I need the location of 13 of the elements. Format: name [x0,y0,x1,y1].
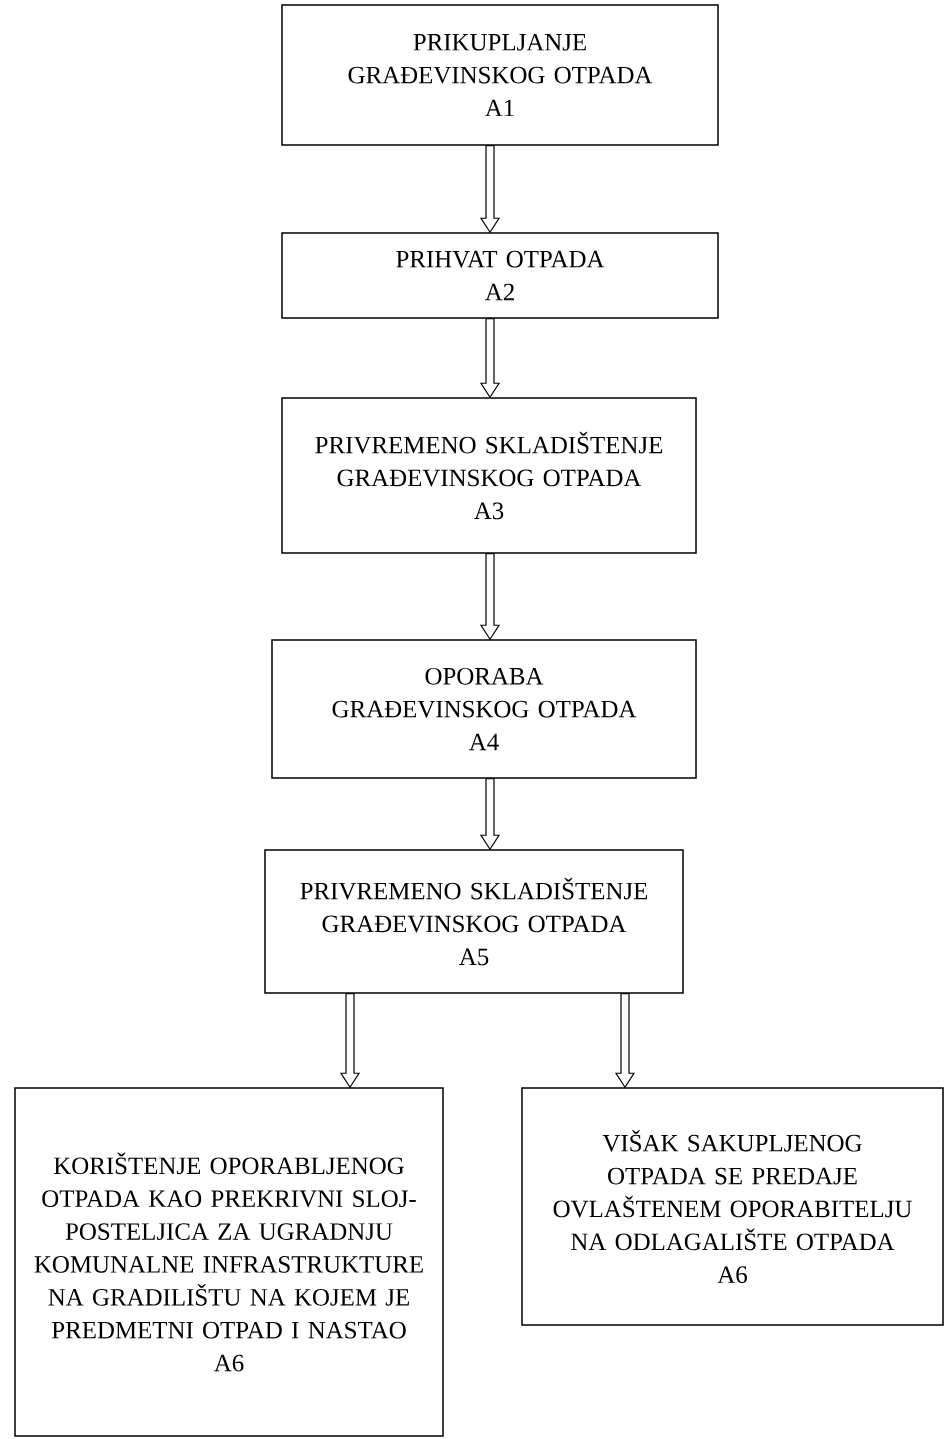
process-box: VIŠAK SAKUPLJENOG OTPADA SE PREDAJE OVLAŠTENEM OPORABITELJU NA ODLAGALIŠTE OTPADA A6 [521,1087,944,1326]
arrow [614,993,636,1089]
process-box: PRIVREMENO SKLADIŠTENJE GRAĐEVINSKOG OTPADA A3 [281,397,697,554]
arrow [479,778,501,851]
process-box: PRIKUPLJANJE GRAĐEVINSKOG OTPADA A1 [281,4,719,146]
process-box: PRIHVAT OTPADA A2 [281,232,719,319]
arrow [479,318,501,399]
arrow [339,993,361,1089]
arrow [479,145,501,234]
process-box: KORIŠTENJE OPORABLJENOG OTPADA KAO PREKRIVNI SLOJ-POSTELJICA ZA UGRADNJU KOMUNALNE INFRASTRUKTURE NA GRADILIŠTU NA KOJEM JE PREDMETNI OTPAD I NASTAO A6 [14,1087,444,1437]
arrow [479,553,501,641]
process-box: PRIVREMENO SKLADIŠTENJE GRAĐEVINSKOG OTPADA A5 [264,849,684,994]
process-box: OPORABA GRAĐEVINSKOG OTPADA A4 [271,639,697,779]
